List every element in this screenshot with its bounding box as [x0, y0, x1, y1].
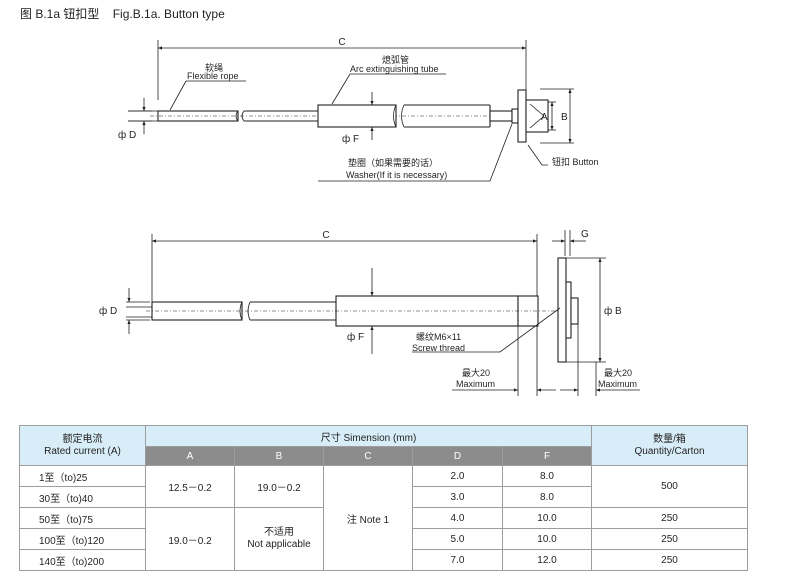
cell-qty: 250 — [591, 528, 749, 550]
arc-extinguishing-tube — [317, 104, 519, 128]
top-dim-a-label: A — [541, 112, 548, 123]
cell-d: 2.0 — [412, 465, 503, 487]
washer-label-en: Washer(If it is necessary) — [346, 170, 447, 180]
col-d: D — [412, 446, 503, 466]
tube-label-en: Arc extinguishing tube — [350, 64, 439, 74]
top-dim-c-label: C — [338, 37, 345, 48]
washer-label-cn: 垫圈（如果需要的话） — [348, 157, 438, 168]
cell-current: 1至（to)25 — [19, 465, 146, 487]
cell-qty: 500 — [591, 465, 749, 508]
cell-current: 50至（to)75 — [19, 507, 146, 529]
caption-en: Fig.B.1a. Button type — [112, 7, 225, 21]
header-dimension: 尺寸 Simension (mm) — [144, 425, 593, 447]
button-head — [517, 89, 549, 143]
bottom-figure: C G ф D ф F — [99, 229, 640, 396]
rope-label-cn: 软绳 — [205, 62, 223, 73]
thread-label-en: Screw thread — [412, 343, 465, 353]
top-dia-d-label: ф D — [118, 129, 136, 141]
cell-b: 19.0－0.2 — [234, 465, 324, 508]
max2-label-cn: 最大20 — [604, 367, 632, 378]
button-label: 钮扣 Button — [552, 156, 599, 167]
cell-d: 4.0 — [412, 507, 503, 529]
bottom-dia-d-label: ф D — [99, 305, 117, 317]
cell-d: 7.0 — [412, 549, 503, 571]
bottom-dim-c-label: C — [322, 230, 329, 241]
cell-a: 12.5－0.2 — [145, 465, 235, 508]
cell-f: 10.0 — [501, 507, 593, 529]
col-b: B — [234, 446, 324, 466]
max2-label-en: Maximum — [598, 379, 637, 389]
spec-table: 额定电流 Rated current (A) 尺寸 Simension (mm)… — [19, 425, 749, 571]
cell-current: 100至（to)120 — [19, 528, 146, 550]
top-figure: C — [118, 37, 599, 182]
thread-label-cn: 螺纹M6×11 — [416, 331, 461, 342]
table-row: 1至（to)25 12.5－0.2 19.0－0.2 注 Note 1 2.0 … — [19, 465, 749, 571]
cell-f: 8.0 — [501, 465, 593, 487]
table-row: 140至（to)200 7.0 12.0 250 — [19, 549, 749, 571]
max1-label-en: Maximum — [456, 379, 495, 389]
cell-f: 10.0 — [501, 528, 593, 550]
col-f: F — [501, 446, 593, 466]
bottom-dia-b-label: ф B — [604, 305, 622, 317]
col-c: C — [323, 446, 413, 466]
technical-drawing: C — [99, 37, 640, 396]
caption-cn: 图 B.1a 钮扣型 — [20, 7, 100, 21]
cell-a: 19.0－0.2 — [145, 507, 235, 571]
figure-caption: 图 B.1a 钮扣型 Fig.B.1a. Button type — [20, 5, 225, 22]
cell-d: 3.0 — [412, 486, 503, 508]
cell-qty: 250 — [591, 549, 749, 571]
top-dia-f-label: ф F — [342, 133, 359, 145]
cell-f: 8.0 — [501, 486, 593, 508]
cell-f: 12.0 — [501, 549, 593, 571]
header-rated-current: 额定电流 Rated current (A) — [19, 425, 146, 466]
table-row: 30至（to)40 3.0 8.0 — [19, 486, 748, 508]
cell-current: 140至（to)200 — [19, 549, 146, 571]
col-a: A — [145, 446, 235, 466]
max1-label-cn: 最大20 — [462, 367, 490, 378]
bottom-dia-f-label: ф F — [347, 331, 364, 343]
tube-label-cn: 熄弧管 — [382, 54, 409, 65]
top-dim-b-label: B — [561, 112, 568, 123]
bottom-dim-g-label: G — [581, 229, 589, 240]
rope-label-en: Flexible rope — [187, 71, 239, 81]
cell-d: 5.0 — [412, 528, 503, 550]
cell-c-note: 注 Note 1 — [323, 465, 413, 571]
cell-qty: 250 — [591, 507, 749, 529]
cell-current: 30至（to)40 — [19, 486, 146, 508]
cell-b-not-applicable: 不适用 Not applicable — [234, 507, 324, 571]
header-quantity: 数量/箱 Quantity/Carton — [591, 425, 749, 466]
